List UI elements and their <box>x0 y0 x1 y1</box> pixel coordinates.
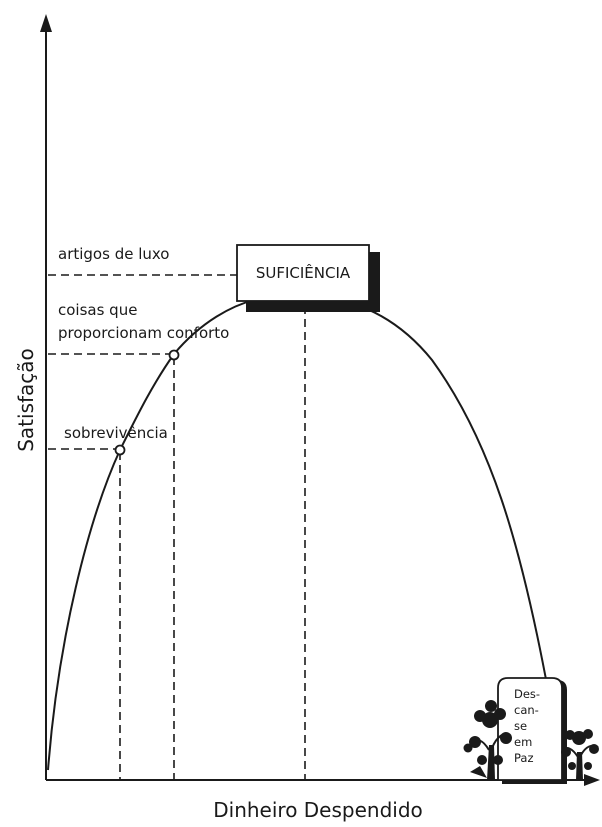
tombstone-line-5: Paz <box>514 751 534 765</box>
comfort-point <box>170 351 179 360</box>
comfort-label-line1: coisas que <box>58 301 137 319</box>
tombstone-line-4: em <box>514 735 532 749</box>
tombstone-line-2: can- <box>514 703 539 717</box>
comfort-label-line2: proporcionam conforto <box>58 324 229 342</box>
axes <box>40 14 600 786</box>
tombstone-line-3: se <box>514 719 527 733</box>
sufficiency-label: SUFICIÊNCIA <box>256 263 351 282</box>
x-axis-title: Dinheiro Despendido <box>213 798 423 822</box>
y-axis-arrowhead <box>40 14 52 32</box>
survival-point <box>116 446 125 455</box>
y-axis-title: Satisfação <box>14 348 38 452</box>
x-axis-arrowhead <box>584 774 600 786</box>
tombstone-line-1: Des- <box>514 687 540 701</box>
tombstone: Des- can- se em Paz <box>498 678 567 784</box>
luxury-label: artigos de luxo <box>58 245 169 263</box>
survival-label: sobrevivência <box>64 424 168 442</box>
sufficiency-box: SUFICIÊNCIA <box>237 245 380 312</box>
satisfaction-curve <box>48 295 548 770</box>
